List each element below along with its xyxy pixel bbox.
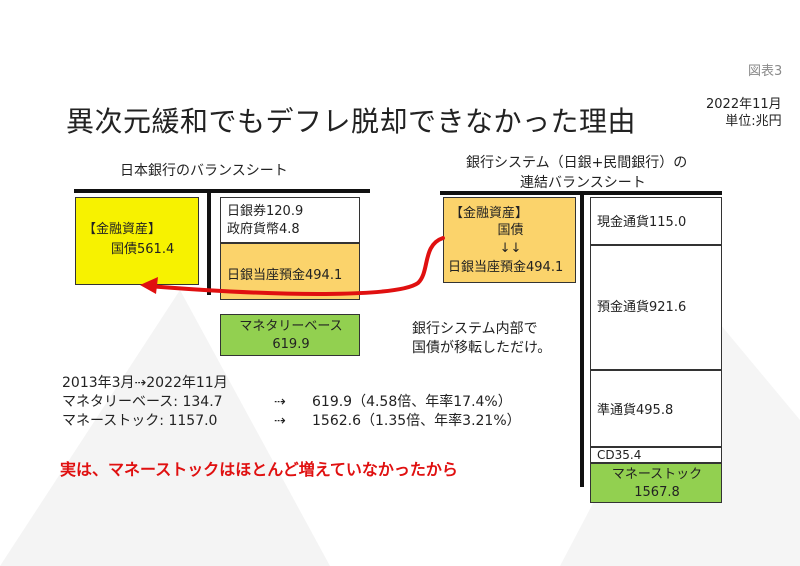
bank-cd-text: CD35.4	[597, 448, 642, 462]
bank-heading-line2: 連結バランスシート	[520, 175, 646, 191]
stats-row2-value: 1562.6（1.35倍、年率3.21%）	[312, 413, 521, 429]
stats-row2-label: マネーストック: 1157.0	[62, 413, 218, 429]
bank-asset-arrows: ↓↓	[499, 241, 522, 256]
stats-row1-value: 619.9（4.58倍、年率17.4%）	[312, 394, 512, 410]
date-unit: 2022年11月 単位:兆円	[706, 96, 782, 130]
bank-cash-box: 現金通貨115.0	[590, 197, 722, 245]
page-title: 異次元緩和でもデフレ脱却できなかった理由	[66, 105, 637, 138]
bank-asset-line2: 国債	[497, 223, 524, 238]
note-line2: 国債が移転しただけ。	[412, 340, 552, 356]
bank-asset-box: 【金融資産】 国債 ↓↓ 日銀当座預金494.1	[443, 197, 576, 283]
bank-cd-box: CD35.4	[590, 447, 722, 463]
stats-row1-label: マネタリーベース: 134.7	[62, 394, 223, 410]
boj-top-rule	[74, 189, 370, 193]
boj-base-box: マネタリーベース 619.9	[220, 314, 360, 356]
bank-center-rule	[580, 191, 584, 487]
boj-notes-line1: 日銀券120.9	[227, 204, 304, 219]
boj-deposits-text: 日銀当座預金494.1	[227, 268, 343, 283]
boj-asset-label: 【金融資産】	[83, 222, 162, 237]
bank-asset-line3: 日銀当座預金494.1	[448, 260, 564, 275]
bank-stock-label: マネーストック	[611, 467, 703, 482]
stats-row-stock: マネーストック: 1157.0 ⇢ 1562.6（1.35倍、年率3.21%）	[62, 412, 521, 431]
bank-quasi-box: 準通貨495.8	[590, 370, 722, 447]
bank-stock-value: 1567.8	[634, 485, 680, 500]
boj-base-label: マネタリーベース	[239, 319, 343, 334]
unit-text: 単位:兆円	[725, 114, 782, 129]
stats-block: 2013年3月⇢2022年11月 マネタリーベース: 134.7 ⇢ 619.9（4…	[62, 374, 521, 431]
bank-quasi-text: 準通貨495.8	[597, 403, 674, 418]
date-text: 2022年11月	[706, 97, 782, 112]
boj-notes-box: 日銀券120.9 政府貨幣4.8	[220, 197, 360, 243]
note-line1: 銀行システム内部で	[412, 321, 538, 337]
bank-asset-label: 【金融資産】	[450, 206, 529, 221]
boj-asset-box: 【金融資産】 国債561.4	[75, 197, 199, 285]
bank-cash-text: 現金通貨115.0	[597, 215, 687, 230]
bank-stock-box: マネーストック 1567.8	[590, 463, 722, 503]
boj-center-rule	[207, 189, 211, 295]
boj-base-value: 619.9	[272, 337, 310, 352]
bank-deposits-text: 預金通貨921.6	[597, 300, 687, 315]
stats-row-base: マネタリーベース: 134.7 ⇢ 619.9（4.58倍、年率17.4%）	[62, 393, 521, 412]
stats-row2-arrow: ⇢	[274, 413, 286, 429]
stats-row1-arrow: ⇢	[274, 394, 286, 410]
bank-deposits-box: 預金通貨921.6	[590, 245, 722, 370]
boj-asset-value: 国債561.4	[111, 242, 175, 257]
stats-period: 2013年3月⇢2022年11月	[62, 375, 228, 391]
boj-notes-line2: 政府貨幣4.8	[227, 222, 300, 237]
figure-label: 図表3	[748, 64, 783, 79]
bank-heading-line1: 銀行システム（日銀+民間銀行）の	[466, 155, 688, 171]
boj-heading: 日本銀行のバランスシート	[120, 163, 288, 179]
conclusion-text: 実は、マネーストックはほとんど増えていなかったから	[60, 460, 458, 479]
